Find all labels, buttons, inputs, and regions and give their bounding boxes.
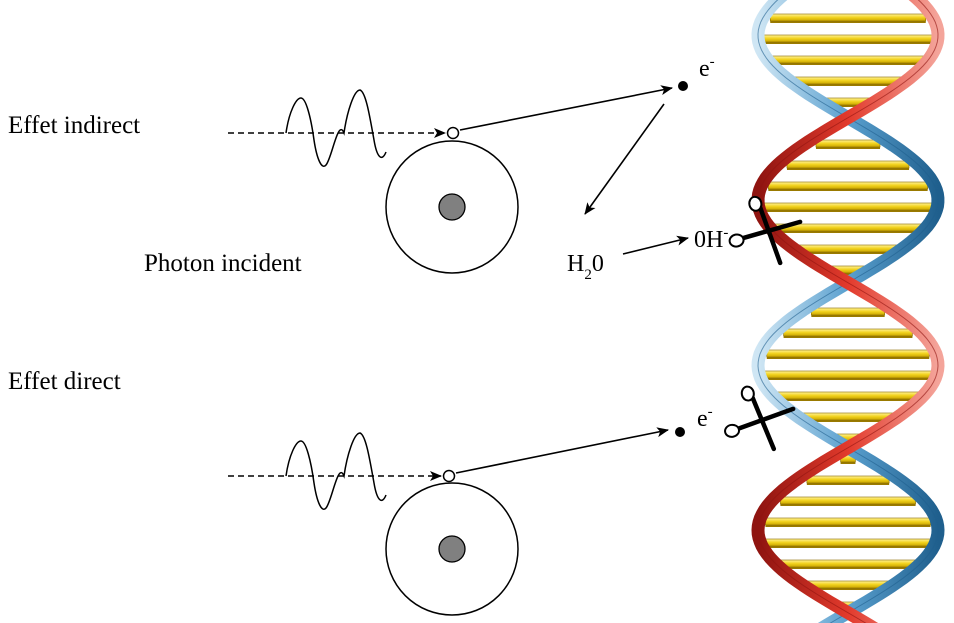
base-pair-shadow xyxy=(770,20,926,23)
base-pair-shadow xyxy=(824,272,872,275)
base-pair-shadow xyxy=(793,251,903,254)
incident-photon-label: Photon incident xyxy=(144,250,302,277)
electron-to-water-arrow xyxy=(584,103,665,215)
base-pair-shadow xyxy=(806,482,890,485)
base-pair xyxy=(786,160,910,169)
base-pair-shadow xyxy=(797,419,899,422)
base-pair xyxy=(762,202,934,211)
base-pair-shadow xyxy=(777,566,919,569)
scissors-icon xyxy=(728,195,803,266)
base-pair-shadow xyxy=(763,41,933,44)
base-pair xyxy=(789,76,907,85)
base-pair xyxy=(774,391,922,400)
base-pair xyxy=(815,139,881,148)
base-pair xyxy=(776,559,920,568)
photon-wave-icon xyxy=(285,89,387,167)
ejected-electron-arrow xyxy=(459,85,673,131)
base-pair-shadow xyxy=(763,209,933,212)
water-molecule-label: H20 xyxy=(567,251,604,283)
ejected-electron xyxy=(678,81,688,91)
dna-base-pairs xyxy=(762,13,934,611)
electron-label: e- xyxy=(697,404,713,432)
dna-strand-back xyxy=(751,0,945,623)
photon-wave-icon xyxy=(285,432,387,510)
orbital-electron xyxy=(446,126,460,140)
base-pair xyxy=(765,517,931,526)
electron-label: e- xyxy=(699,54,715,82)
water-to-hydroxyl-arrow xyxy=(622,235,689,255)
base-pair-shadow xyxy=(780,503,916,506)
base-pair-shadow xyxy=(764,545,932,548)
dna-double-helix xyxy=(751,0,945,623)
ejected-electron-arrow xyxy=(455,427,669,474)
base-pair-shadow xyxy=(783,335,913,338)
base-pair xyxy=(763,538,933,547)
indirect-effect-scene: Effet indirect e- Photon incident H20 0H… xyxy=(8,54,803,283)
base-pair xyxy=(769,55,927,64)
atom-nucleus xyxy=(438,193,466,221)
direct-effect-scene: Effet direct e- xyxy=(8,368,796,616)
base-pair-shadow xyxy=(763,377,933,380)
orbital-electron xyxy=(442,469,456,483)
base-pair-shadow xyxy=(819,104,877,107)
base-pair-shadow xyxy=(786,167,910,170)
base-pair xyxy=(762,34,934,43)
base-pair xyxy=(766,349,930,358)
base-pair-shadow xyxy=(774,398,922,401)
base-pair-shadow xyxy=(811,314,885,317)
base-pair xyxy=(793,244,903,253)
base-pair-shadow xyxy=(769,62,927,65)
base-pair-shadow xyxy=(768,188,928,191)
atom-orbit xyxy=(385,482,519,616)
base-pair-shadow xyxy=(815,146,881,149)
base-pair-shadow xyxy=(765,524,931,527)
base-pair xyxy=(763,370,933,379)
atom-nucleus xyxy=(438,535,466,563)
base-pair xyxy=(806,475,890,484)
ejected-electron xyxy=(675,427,685,437)
direct-effect-label: Effet direct xyxy=(8,368,121,395)
base-pair xyxy=(780,496,916,505)
base-pair xyxy=(811,307,885,316)
dna-strand-front xyxy=(751,0,945,623)
base-pair-shadow xyxy=(801,587,895,590)
base-pair-shadow xyxy=(772,230,924,233)
scissors-icon xyxy=(724,385,796,452)
base-pair-shadow xyxy=(840,461,856,464)
hydroxyl-radical-label: 0H- xyxy=(694,225,728,253)
base-pair xyxy=(783,328,913,337)
atom-orbit xyxy=(385,140,519,274)
indirect-effect-label: Effet indirect xyxy=(8,112,140,139)
base-pair xyxy=(769,13,927,22)
base-pair-shadow xyxy=(789,83,907,86)
base-pair-shadow xyxy=(766,356,930,359)
base-pair xyxy=(768,181,928,190)
